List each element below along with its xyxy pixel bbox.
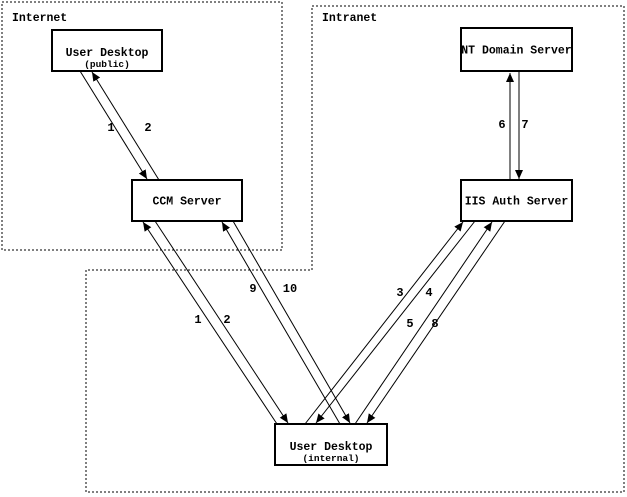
edge-step8-line — [366, 220, 506, 424]
edge-step1-internal-line — [142, 221, 278, 425]
edge-step9-label: 9 — [249, 282, 256, 296]
zone-intranet-boundary — [85, 5, 625, 493]
edge-step2-internal-label: 2 — [223, 313, 230, 327]
edge-step4-label: 4 — [425, 286, 432, 300]
edge-step8-label: 8 — [431, 317, 438, 331]
node-user-desktop-internal-label: User Desktop — [290, 441, 373, 454]
node-user-desktop-internal-box — [274, 423, 388, 466]
node-nt-domain-server-box — [460, 27, 573, 72]
node-ccm-server-box — [131, 179, 243, 222]
edge-step6-label: 6 — [498, 118, 505, 132]
edge-step2-internal-line — [154, 220, 289, 424]
edge-step10-line — [232, 220, 351, 424]
edge-step3-line — [304, 221, 464, 425]
node-nt-domain-server-label: NT Domain Server — [461, 45, 572, 58]
node-user-desktop-public-box — [51, 29, 163, 72]
edge-step1-public-label: 1 — [107, 121, 114, 135]
edge-step1-internal-label: 1 — [194, 313, 201, 327]
edge-step9-line — [221, 221, 341, 425]
zone-intranet-label: Intranet — [322, 12, 377, 25]
node-user-desktop-public-sublabel: (public) — [84, 59, 130, 70]
node-user-desktop-public-label: User Desktop — [66, 47, 149, 60]
node-iis-auth-server-box — [460, 179, 573, 222]
edge-step3-label: 3 — [396, 286, 403, 300]
edge-step2-public-line — [91, 71, 160, 181]
edge-step7-label: 7 — [521, 118, 528, 132]
edge-step2-public-label: 2 — [144, 121, 151, 135]
edge-step10-label: 10 — [283, 282, 297, 296]
zone-internet-boundary — [1, 1, 283, 251]
edge-step5-line — [354, 221, 493, 425]
edge-step1-public-line — [79, 70, 148, 180]
node-iis-auth-server-label: IIS Auth Server — [465, 196, 569, 209]
edge-step5-label: 5 — [406, 317, 413, 331]
edge-step4-line — [315, 220, 476, 424]
zone-internet-label: Internet — [12, 12, 67, 25]
node-ccm-server-label: CCM Server — [152, 196, 221, 209]
node-user-desktop-internal-sublabel: (internal) — [302, 453, 359, 464]
